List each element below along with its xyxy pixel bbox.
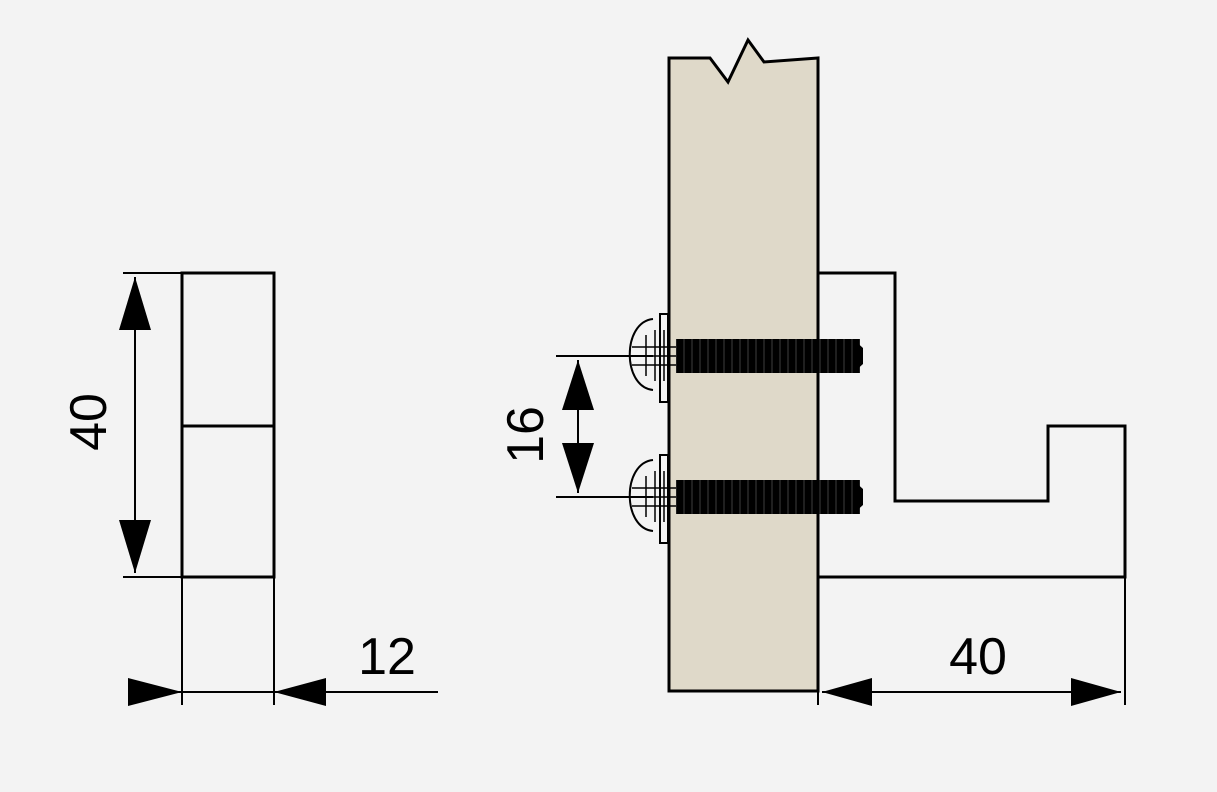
dimension-label-side-height: 40 [60,393,118,451]
screw-spacing-dimension: 16 [497,355,653,498]
screw-bottom [628,454,863,544]
screw-tip [853,480,863,514]
arrow-icon [274,678,326,706]
screw-tip [853,339,863,373]
screw-thread [676,339,860,373]
arrow-icon [1071,678,1121,706]
screw-thread [676,480,860,514]
screw-icon [628,459,654,532]
screw-icon [628,318,654,391]
hook-profile [818,271,1127,579]
arrow-icon [562,360,594,410]
dimension-label-screw-spacing: 16 [497,406,555,464]
side-view: 40 12 [60,271,438,706]
arrow-icon [119,520,151,573]
arrow-icon [119,277,151,330]
arrow-icon [562,443,594,493]
dimension-label-side-thickness: 12 [358,628,416,686]
hook-outline [818,271,1127,579]
dimension-label-projection: 40 [949,628,1007,686]
projection-dimension: 40 [817,577,1126,706]
arrow-icon [822,678,872,706]
arrow-icon [128,678,182,706]
screw-top [628,313,863,403]
